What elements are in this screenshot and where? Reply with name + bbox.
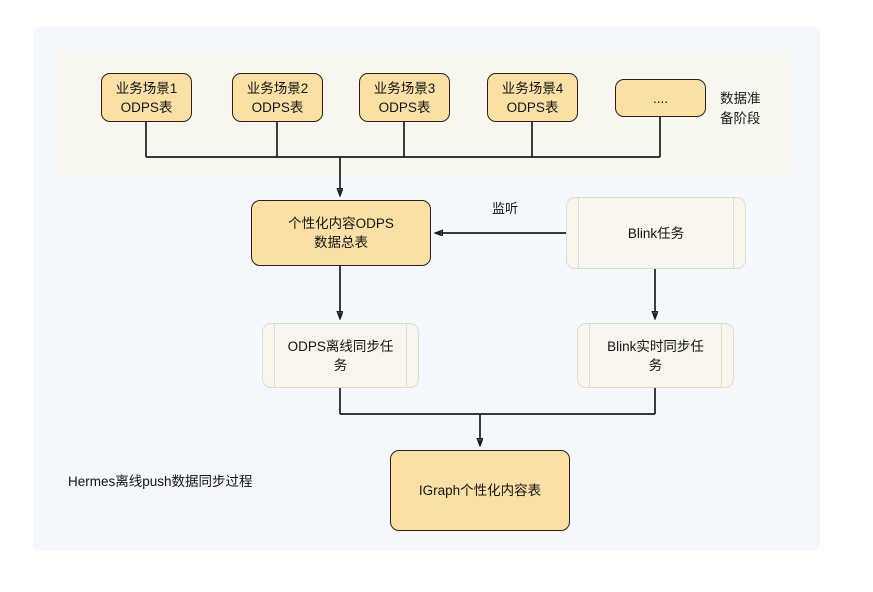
node-igraph-personalized-content-table[interactable]: IGraph个性化内容表 (390, 450, 570, 531)
data-preparation-group-label: 数据准备阶段 (720, 91, 761, 126)
node-odps-offline-sync-task-label: ODPS离线同步任务 (287, 338, 394, 373)
node-odps-offline-sync-task[interactable]: ODPS离线同步任务 (262, 323, 419, 388)
process-right-bar (733, 198, 734, 268)
process-left-bar (589, 324, 590, 387)
process-right-bar (406, 324, 407, 387)
node-blink-task[interactable]: Blink任务 (566, 197, 746, 269)
node-blink-realtime-sync-task[interactable]: Blink实时同步任务 (577, 323, 734, 388)
node-blink-task-label: Blink任务 (627, 225, 685, 241)
process-left-bar (274, 324, 275, 387)
process-left-bar (578, 198, 579, 268)
node-more-ellipsis[interactable]: .... (615, 79, 706, 117)
process-right-bar (721, 324, 722, 387)
edge-label-listen: 监听 (492, 201, 519, 216)
diagram-caption: Hermes离线push数据同步过程 (68, 474, 253, 489)
node-blink-realtime-sync-task-label: Blink实时同步任务 (607, 338, 704, 373)
